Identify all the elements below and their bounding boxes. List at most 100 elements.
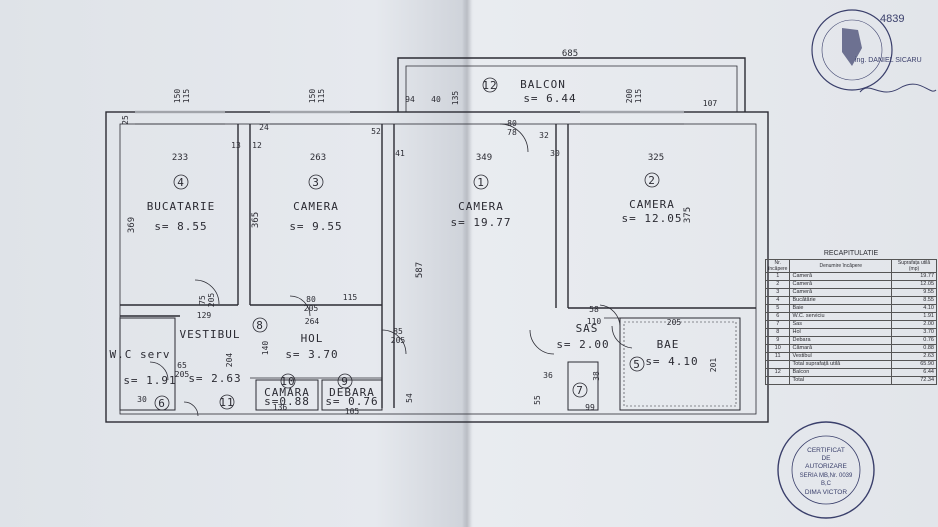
dim-107: 107 bbox=[703, 99, 718, 108]
recap-balcon-row-cell: Balcon bbox=[789, 368, 892, 377]
bottom-stamp-line5: B,C bbox=[821, 481, 832, 487]
room-name-sas: SAS bbox=[576, 322, 599, 335]
room-area-bae: s= 4.10 bbox=[645, 355, 698, 368]
paper-fold bbox=[462, 0, 472, 527]
bottom-stamp-line4: SERIA MB,Nr. 0039 bbox=[800, 473, 853, 479]
dim-55: 55 bbox=[533, 395, 542, 405]
dim-99: 99 bbox=[585, 403, 595, 412]
dim-110: 110 bbox=[587, 317, 602, 326]
room-name-vestibul: VESTIBUL bbox=[180, 328, 241, 341]
recap-row-cell: 10 bbox=[764, 344, 791, 353]
recap-header-suprafata: Suprafața utilă (mp) bbox=[891, 259, 937, 273]
signature-icon bbox=[859, 83, 937, 93]
dim-window-2: 150115 bbox=[308, 89, 326, 104]
recap-row-cell: 2 bbox=[764, 280, 791, 289]
recap-balcon-row-cell: 6.44 bbox=[891, 368, 937, 377]
room-number-10: 10 bbox=[280, 375, 295, 388]
room-name-camera-3: CAMERA bbox=[293, 200, 339, 213]
room-number-9: 9 bbox=[341, 375, 349, 388]
room-number-8: 8 bbox=[256, 319, 264, 332]
room-area-bucatarie: s= 8.55 bbox=[154, 220, 207, 233]
room-area-wc: s= 1.91 bbox=[123, 374, 176, 387]
dim-264: 264 bbox=[305, 317, 320, 326]
dim-bucatarie-height: 369 bbox=[127, 217, 137, 233]
recap-header-denumire: Denumire încăpere bbox=[789, 259, 892, 273]
room-area-sas: s= 2.00 bbox=[556, 338, 609, 351]
room-name-camera-2: CAMERA bbox=[629, 198, 675, 211]
room-area-debara: s= 0.76 bbox=[325, 395, 378, 408]
dim-140: 140 bbox=[261, 341, 270, 356]
recap-grand-total-row-cell: 72.34 bbox=[891, 376, 937, 385]
recap-row-cell: Hol bbox=[789, 328, 892, 337]
recap-row-cell: Cameră bbox=[789, 280, 892, 289]
recap-row-cell: 6 bbox=[764, 312, 791, 321]
dim-12: 12 bbox=[252, 141, 262, 150]
recap-row-cell: 8 bbox=[764, 328, 791, 337]
room-area-camara: s=0.88 bbox=[264, 395, 310, 408]
dim-window-3: 200115 bbox=[625, 89, 643, 104]
room-area-camera-2: s= 12.05 bbox=[622, 212, 683, 225]
recap-row-cell: Vestibul bbox=[789, 352, 892, 361]
recap-total-row-cell bbox=[764, 360, 791, 369]
bottom-stamp-line1: CERTIFICAT bbox=[807, 447, 845, 454]
dim-30: 30 bbox=[550, 149, 560, 158]
recap-grand-total-row-cell bbox=[764, 376, 791, 385]
dim-58: 58 bbox=[589, 305, 599, 314]
recap-row-cell: 2.63 bbox=[891, 352, 937, 361]
recap-row-cell: Cameră bbox=[789, 272, 892, 281]
recap-row-cell: 8.55 bbox=[891, 296, 937, 305]
dim-75-205: 75205 bbox=[198, 293, 216, 308]
room-area-hol: s= 3.70 bbox=[285, 348, 338, 361]
recap-header-nr: Nr. încăpere bbox=[764, 259, 791, 273]
dim-94: 94 bbox=[405, 95, 415, 104]
room-number-12: 12 bbox=[482, 79, 497, 92]
recap-row-cell: 1 bbox=[764, 272, 791, 281]
dim-bucatarie-width: 233 bbox=[172, 153, 188, 163]
recap-row-cell: 3.70 bbox=[891, 328, 937, 337]
room-name-debara: DEBARA bbox=[329, 386, 375, 399]
room-name-balcon: BALCON bbox=[520, 78, 566, 91]
dim-115: 115 bbox=[343, 293, 358, 302]
recap-row-cell: 1.91 bbox=[891, 312, 937, 321]
room-area-camera-1: s= 19.77 bbox=[451, 216, 512, 229]
room-name-bae: BAE bbox=[657, 338, 680, 351]
recap-grand-total-row-cell: Total bbox=[789, 376, 892, 385]
recap-row-cell: 9 bbox=[764, 336, 791, 345]
dim-camera2-height: 375 bbox=[683, 207, 693, 223]
dim-204: 204 bbox=[225, 353, 234, 368]
dim-201: 201 bbox=[709, 358, 718, 373]
recap-row-cell: Cămară bbox=[789, 344, 892, 353]
dim-camera1-height: 587 bbox=[415, 262, 425, 278]
bottom-stamp-line6: DIMA VICTOR bbox=[805, 489, 847, 496]
room-name-wc: W.C serv bbox=[110, 348, 171, 361]
room-number-5: 5 bbox=[633, 358, 641, 371]
dim-205: 205 bbox=[667, 318, 682, 327]
dim-30-b: 30 bbox=[137, 395, 147, 404]
recap-row-cell: 12.05 bbox=[891, 280, 937, 289]
room-number-4: 4 bbox=[177, 176, 185, 189]
recap-title: RECAPITULATIE bbox=[823, 250, 879, 257]
top-stamp-number: 4839 bbox=[880, 13, 904, 25]
dim-window-1: 150115 bbox=[173, 89, 191, 104]
dim-balcon-width: 685 bbox=[562, 49, 578, 59]
recap-row-cell: 7 bbox=[764, 320, 791, 329]
room-area-balcon: s= 6.44 bbox=[523, 92, 576, 105]
recap-table-block: RECAPITULATIE Nr. încăpere Denumire încă… bbox=[764, 250, 937, 385]
dim-136: 136 bbox=[273, 403, 288, 412]
recap-row-cell: W.C. serviciu bbox=[789, 312, 892, 321]
recap-row-cell: 19.77 bbox=[891, 272, 937, 281]
dim-32: 32 bbox=[539, 131, 549, 140]
recap-row-cell: 2.00 bbox=[891, 320, 937, 329]
